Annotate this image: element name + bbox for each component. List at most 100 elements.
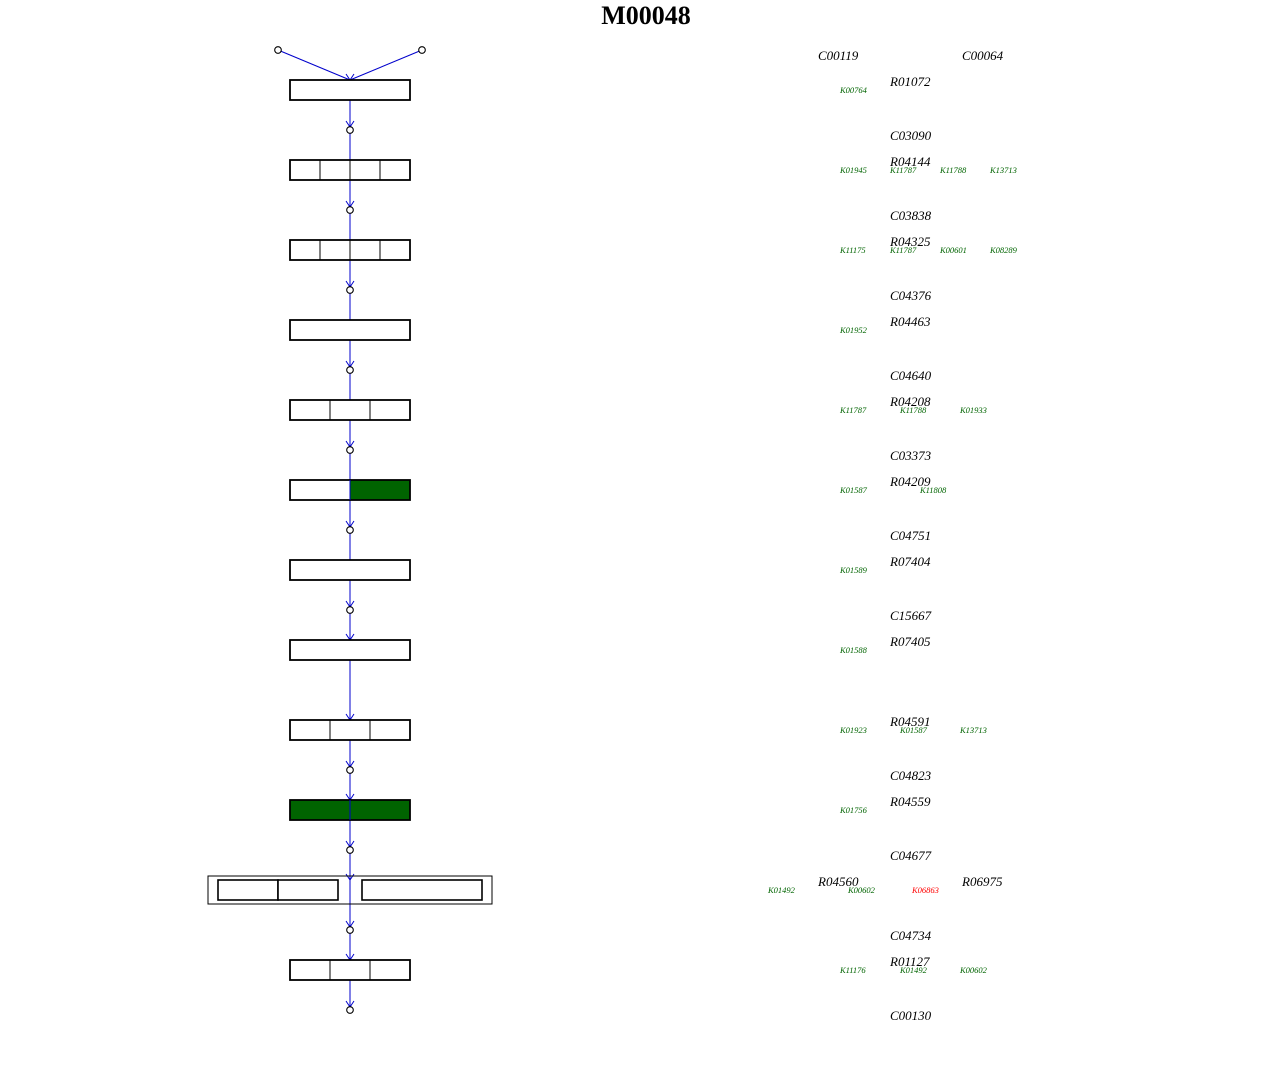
ko-label: K13713 (989, 165, 1017, 175)
ko-label: K11808 (919, 485, 947, 495)
reaction-box (289, 639, 411, 661)
compound-label-c04677: C04677 (890, 848, 932, 863)
reaction-box (289, 959, 411, 981)
reaction-label-r04591: R04591 (889, 714, 930, 729)
ko-label: K00602 (847, 885, 876, 895)
compound-label-c03373: C03373 (890, 448, 932, 463)
pathway-graph (207, 46, 493, 1014)
reaction-box-segment (349, 239, 381, 261)
reaction-box (289, 559, 411, 581)
reaction-box-segment (289, 159, 321, 181)
ko-label: K01756 (839, 805, 868, 815)
ko-label: K00764 (839, 85, 868, 95)
reaction-box (289, 719, 411, 741)
compound-node (346, 606, 354, 614)
ko-label: K01492 (899, 965, 928, 975)
substrate-node (274, 46, 282, 54)
reaction-box (289, 239, 411, 261)
reaction-box-segment (361, 879, 483, 901)
reaction-box-segment (379, 239, 411, 261)
compound-label-c04823: C04823 (890, 768, 932, 783)
compound-label-c04734: C04734 (890, 928, 932, 943)
ko-label: K11176 (839, 965, 866, 975)
compound-label-c15667: C15667 (890, 608, 932, 623)
substrate-node (418, 46, 426, 54)
ko-label: K00601 (939, 245, 967, 255)
ko-label: K01952 (839, 325, 868, 335)
reaction-box-segment (289, 399, 331, 421)
compound-label-c03838: C03838 (890, 208, 932, 223)
reaction-label-r06975: R06975 (961, 874, 1003, 889)
reaction-box-segment (289, 719, 331, 741)
compound-node (346, 526, 354, 534)
reaction-label-r04208: R04208 (889, 394, 931, 409)
reaction-label-r04463: R04463 (889, 314, 931, 329)
reaction-box-segment (289, 639, 411, 661)
substrate-edge (277, 49, 351, 81)
compound-node (346, 446, 354, 454)
reaction-box-segment (289, 959, 331, 981)
ko-label: K11787 (839, 405, 867, 415)
reaction-label-r04209: R04209 (889, 474, 931, 489)
ko-label: K01492 (767, 885, 796, 895)
compound-node (346, 126, 354, 134)
ko-label: K13713 (959, 725, 987, 735)
reaction-box-segment (369, 399, 411, 421)
ko-label: K00602 (959, 965, 988, 975)
reaction-box-segment (349, 479, 411, 501)
label-panel: C00119 C00064 C03090 C03838 C04376 C0464… (767, 48, 1018, 1023)
compound-label-c04376: C04376 (890, 288, 932, 303)
reaction-box-segment (289, 79, 411, 101)
reaction-box-segment (289, 559, 411, 581)
ko-label: K11175 (839, 245, 866, 255)
compound-node (346, 1006, 354, 1014)
compound-node (346, 206, 354, 214)
reaction-box-segment (319, 159, 351, 181)
compound-node (346, 286, 354, 294)
reaction-label-r04144: R04144 (889, 154, 931, 169)
compound-node (346, 926, 354, 934)
reaction-box-segment (349, 159, 381, 181)
compound-label-c04751: C04751 (890, 528, 931, 543)
reaction-box-segment (217, 879, 279, 901)
reaction-box-segment (369, 719, 411, 741)
reaction-box-segment (319, 239, 351, 261)
reaction-box-segment (329, 719, 371, 741)
reaction-box (289, 79, 411, 101)
reaction-label-r07405: R07405 (889, 634, 931, 649)
module-title: M00048 (601, 1, 691, 30)
compound-node (346, 846, 354, 854)
compound-label-c00130: C00130 (890, 1008, 932, 1023)
ko-label: K01587 (899, 725, 928, 735)
compound-label-c03090: C03090 (890, 128, 932, 143)
reaction-box-segment (369, 959, 411, 981)
ko-label: K11788 (899, 405, 927, 415)
ko-label: K01589 (839, 565, 868, 575)
compound-label-c00064: C00064 (962, 48, 1004, 63)
ko-label: K11788 (939, 165, 967, 175)
ko-label: K01588 (839, 645, 868, 655)
compound-label-c00119: C00119 (818, 48, 859, 63)
reaction-box (289, 399, 411, 421)
reaction-box (289, 319, 411, 341)
parallel-reaction-frame (207, 875, 493, 905)
ko-label: K01945 (839, 165, 867, 175)
reaction-box-segment (329, 399, 371, 421)
reaction-box (289, 159, 411, 181)
reaction-label-r07404: R07404 (889, 554, 931, 569)
reaction-box-segment (329, 959, 371, 981)
ko-label: K11787 (889, 245, 917, 255)
reaction-label-r01127: R01127 (889, 954, 930, 969)
reaction-label-r01072: R01072 (889, 74, 931, 89)
ko-label: K01933 (959, 405, 987, 415)
reaction-box-segment (289, 239, 321, 261)
ko-label: K01923 (839, 725, 867, 735)
substrate-edge (349, 49, 423, 81)
reaction-box-segment (379, 159, 411, 181)
ko-label: K01587 (839, 485, 868, 495)
ko-label: K08289 (989, 245, 1018, 255)
reaction-label-r04560: R04560 (817, 874, 859, 889)
reaction-label-r04559: R04559 (889, 794, 931, 809)
reaction-label-r04325: R04325 (889, 234, 931, 249)
